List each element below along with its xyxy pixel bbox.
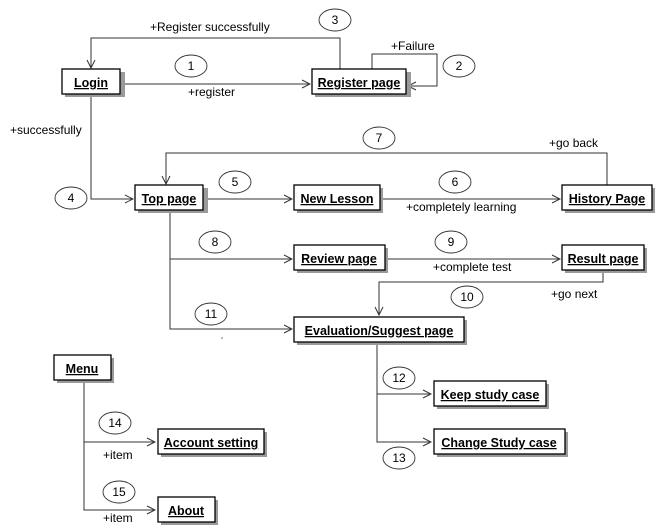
svg-text:4: 4 [68, 191, 75, 205]
svg-text:11: 11 [205, 307, 218, 321]
label-go-back: +go back [549, 136, 599, 150]
svg-text:15: 15 [112, 485, 126, 499]
step-number-14: 14 [98, 411, 132, 435]
node-change-study-case[interactable]: Change Study case [433, 428, 568, 457]
svg-text:13: 13 [392, 451, 406, 465]
svg-text:About: About [168, 504, 205, 518]
svg-text:6: 6 [452, 175, 459, 189]
step-number-13: 13 [382, 446, 416, 470]
node-login[interactable]: Login [61, 68, 125, 97]
edge-menu-about [83, 442, 155, 510]
svg-text:10: 10 [460, 290, 474, 304]
step-number-9: 9 [434, 230, 468, 254]
svg-text:Keep study case: Keep study case [441, 388, 540, 402]
svg-text:Top page: Top page [142, 192, 197, 206]
svg-text:2: 2 [456, 59, 463, 73]
step-number-2: 2 [442, 54, 476, 78]
edge-labels: +Register successfully +Failure +registe… [10, 20, 599, 525]
label-register-successfully: +Register successfully [150, 20, 270, 34]
step-number-11: 11 [194, 302, 228, 326]
nodes: Login Register page Top page New Lesson … [53, 68, 655, 525]
step-number-5: 5 [218, 170, 252, 194]
label-successfully: +successfully [10, 123, 82, 137]
node-about[interactable]: About [157, 496, 218, 525]
node-keep-study-case[interactable]: Keep study case [433, 380, 549, 409]
step-number-10: 10 [450, 285, 484, 309]
svg-text:Evaluation/Suggest page: Evaluation/Suggest page [305, 324, 454, 338]
step-number-6: 6 [438, 170, 472, 194]
svg-text:Register page: Register page [318, 76, 401, 90]
node-result-page[interactable]: Result page [561, 244, 647, 273]
label-item-about: +item [103, 511, 133, 525]
svg-text:1: 1 [188, 59, 195, 73]
edge-login-top [90, 96, 133, 199]
svg-text:Result page: Result page [568, 252, 639, 266]
label-item-account: +item [103, 448, 133, 462]
label-complete-test: +complete test [433, 260, 512, 274]
node-register-page[interactable]: Register page [311, 68, 411, 97]
step-number-4: 4 [54, 186, 88, 210]
svg-text:Change Study case: Change Study case [441, 436, 556, 450]
edge-register-login [91, 37, 341, 70]
svg-text:5: 5 [232, 175, 239, 189]
svg-text:12: 12 [392, 371, 406, 385]
edge-register-failure-loop [371, 53, 438, 86]
svg-text:Menu: Menu [66, 362, 99, 376]
svg-text:7: 7 [376, 131, 383, 145]
node-history-page[interactable]: History Page [561, 184, 655, 213]
svg-text:New Lesson: New Lesson [301, 192, 374, 206]
step-number-7: 7 [362, 126, 396, 150]
edge-result-evaluation [379, 272, 604, 315]
node-menu[interactable]: Menu [53, 354, 114, 383]
node-account-setting[interactable]: Account setting [157, 428, 267, 457]
node-top-page[interactable]: Top page [134, 184, 208, 213]
edge-history-top [166, 152, 608, 186]
step-number-15: 15 [102, 480, 136, 504]
node-new-lesson[interactable]: New Lesson [293, 184, 383, 213]
step-number-8: 8 [198, 230, 232, 254]
step-numbers: 1 2 3 4 5 6 7 8 9 10 11 12 13 14 15 [54, 8, 484, 504]
svg-text:9: 9 [448, 235, 455, 249]
node-evaluation-suggest-page[interactable]: Evaluation/Suggest page [293, 316, 467, 345]
edges [83, 37, 608, 510]
edge-evaluation-change [376, 394, 431, 442]
svg-text:8: 8 [212, 235, 219, 249]
edge-top-evaluation [169, 259, 292, 329]
label-register: +register [188, 85, 235, 99]
svg-text:Login: Login [74, 76, 108, 90]
label-failure: +Failure [391, 39, 435, 53]
label-completely-learning: +completely learning [406, 200, 516, 214]
svg-text:Account setting: Account setting [164, 436, 258, 450]
stray-dot [221, 337, 223, 339]
edge-top-review [169, 212, 292, 259]
label-go-next: +go next [551, 287, 598, 301]
svg-text:14: 14 [108, 416, 122, 430]
step-number-3: 3 [318, 8, 352, 32]
step-number-1: 1 [174, 54, 208, 78]
node-review-page[interactable]: Review page [293, 244, 388, 273]
svg-text:Review page: Review page [301, 252, 377, 266]
step-number-12: 12 [382, 366, 416, 390]
svg-text:3: 3 [332, 13, 339, 27]
svg-text:History Page: History Page [569, 192, 645, 206]
